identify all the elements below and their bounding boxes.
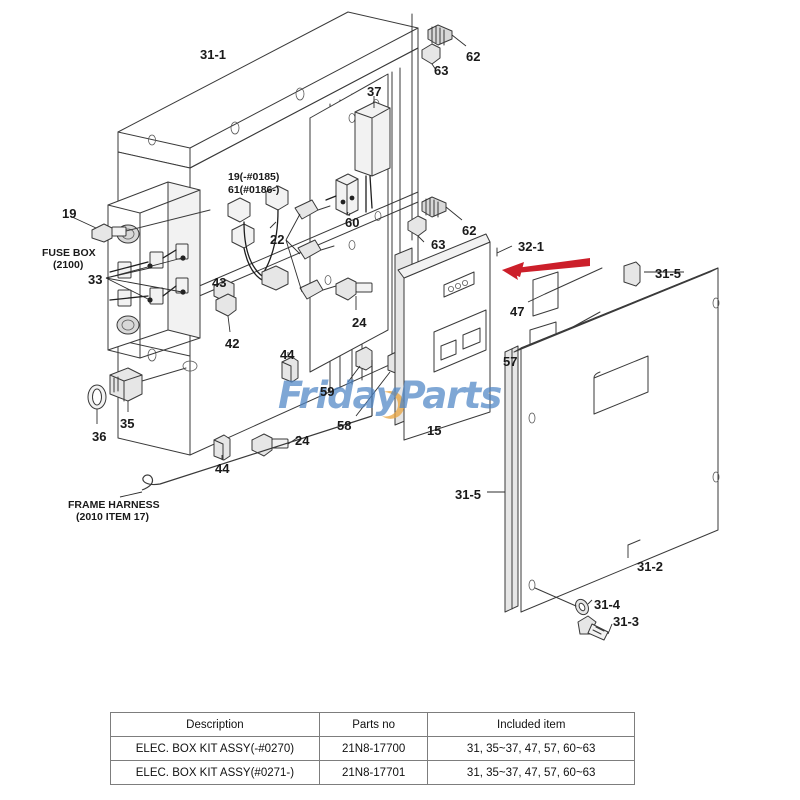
part-37-relay [354, 96, 391, 213]
table-cell-parts-no: 21N8-17700 [318, 736, 429, 761]
callout-label-63: 63 [431, 237, 446, 252]
callout-label-19: 19 [62, 206, 77, 221]
callout-label-47: 47 [510, 304, 525, 319]
callout-label-60: 60 [345, 215, 360, 230]
part-44-upper [281, 352, 299, 383]
table-header-row: Description Parts no Included item [110, 712, 635, 737]
part-frame-harness-wire [119, 360, 373, 498]
part-24-lower-bolt [251, 433, 301, 457]
table-cell-parts-no: 21N8-17701 [318, 760, 429, 785]
part-harness-connectors [227, 185, 289, 291]
part-31-5-hinge-top [623, 261, 684, 287]
callout-label-31-4: 31-4 [594, 597, 621, 612]
callout-label-FUSEBOX: FUSE BOX [42, 247, 96, 259]
table-cell-description: ELEC. BOX KIT ASSY(#0271-) [110, 760, 320, 785]
callout-label-58: 58 [337, 418, 352, 433]
callout-label-44: 44 [215, 461, 230, 476]
leader-33 [105, 257, 183, 301]
table-cell-included-item: 31, 35~37, 47, 57, 60~63 [427, 760, 635, 785]
part-36-cap [87, 384, 107, 424]
callout-label-31-5: 31-5 [655, 266, 682, 281]
part-31-2-door-panel [513, 267, 720, 613]
callout-label-2010ITEM17: (2010 ITEM 17) [76, 511, 149, 523]
callout-label-43: 43 [212, 275, 227, 290]
part-22-brackets [285, 199, 337, 300]
part-60-relay [325, 173, 359, 217]
part-32-1-control-panel [394, 233, 513, 441]
table-header-included-item: Included item [427, 712, 635, 737]
table-header-description: Description [110, 712, 320, 737]
part-44-lower [213, 434, 231, 461]
part-62-63-top [411, 13, 467, 241]
callout-label-36: 36 [92, 429, 107, 444]
callout-label-24: 24 [352, 315, 367, 330]
callout-label-62: 62 [466, 49, 481, 64]
callout-label-FRAMEHARNESS: FRAME HARNESS [68, 499, 160, 511]
callout-label-22: 22 [270, 232, 285, 247]
callout-label-31-5: 31-5 [455, 487, 482, 502]
callout-label-62: 62 [462, 223, 477, 238]
part-19-bolt [69, 209, 211, 243]
callout-label-31-1: 31-1 [200, 47, 227, 62]
callout-label-19-0185: 19(-#0185) [228, 171, 280, 183]
part-fuse-box [107, 181, 201, 359]
table-header-parts-no: Parts no [318, 712, 429, 737]
part-62-63-mid [407, 196, 463, 243]
callout-label-42: 42 [225, 336, 240, 351]
table-cell-description: ELEC. BOX KIT ASSY(-#0270) [110, 736, 320, 761]
table-cell-included-item: 31, 35~37, 47, 57, 60~63 [427, 736, 635, 761]
parts-kit-table: Description Parts no Included item ELEC.… [110, 712, 635, 785]
red-arrow-indicator [502, 258, 590, 280]
part-24-upper-bolt [335, 277, 373, 310]
callout-label-57: 57 [503, 354, 518, 369]
callout-label-31-2: 31-2 [637, 559, 664, 574]
callout-label-35: 35 [120, 416, 135, 431]
callout-label-32-1: 32-1 [518, 239, 545, 254]
callout-label-610186-: 61(#0186-) [228, 184, 280, 196]
part-35-connector [109, 360, 198, 412]
callout-label-24: 24 [295, 433, 310, 448]
callout-label-33: 33 [88, 272, 103, 287]
callout-label-59: 59 [320, 384, 335, 399]
callout-label-63: 63 [434, 63, 449, 78]
callout-label-15: 15 [427, 423, 442, 438]
part-31-3-bolt [577, 615, 613, 641]
part-31-5-hinge-left [487, 345, 519, 613]
part-31-4-washer [534, 587, 593, 616]
callout-label-44: 44 [280, 347, 295, 362]
callout-label-31-3: 31-3 [613, 614, 640, 629]
part-42-bracket [215, 293, 237, 333]
callout-label-37: 37 [367, 84, 382, 99]
callout-label-2100: (2100) [53, 259, 84, 271]
part-47-plate [527, 267, 603, 317]
